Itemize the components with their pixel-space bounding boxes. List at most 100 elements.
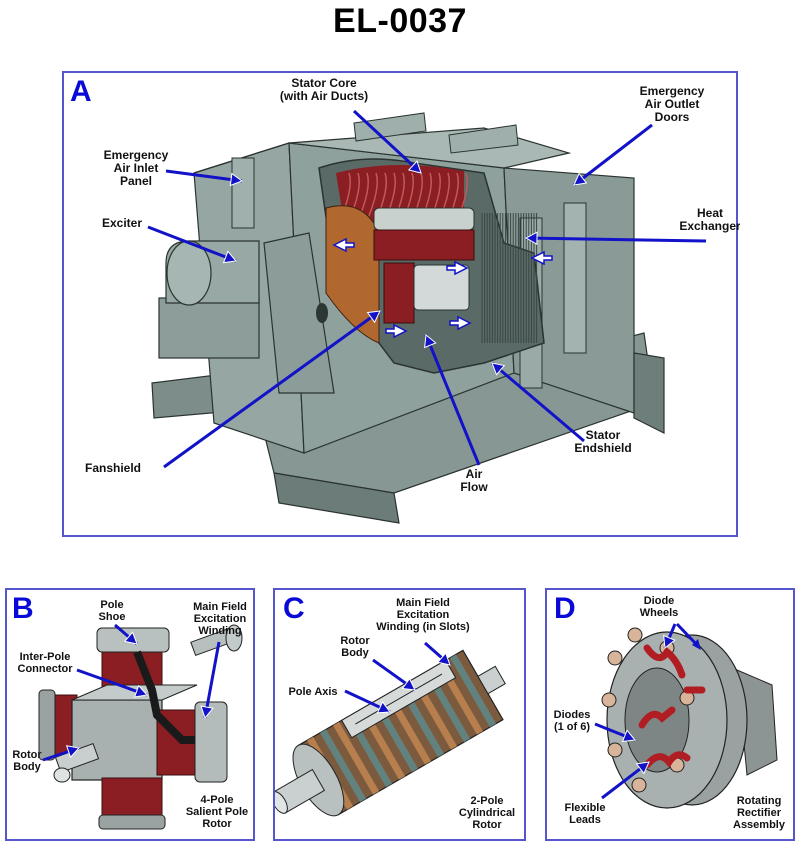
- label-line: Fanshield: [85, 461, 141, 475]
- leader-line: [163, 309, 381, 469]
- pole-winding-bottom: [101, 777, 163, 819]
- diode-stud-icon: [607, 650, 623, 666]
- panel-c-letter: C: [283, 592, 305, 625]
- diode-stud-icon: [627, 627, 643, 643]
- arrowhead-icon: [123, 631, 138, 645]
- leader-line: [573, 123, 653, 187]
- arrowhead-icon: [65, 745, 80, 759]
- leader-line-secondary: [675, 622, 699, 647]
- callout-stator-core-with-air-ducts: Stator Core(with Air Ducts): [280, 76, 423, 175]
- label-fanshield: Fanshield: [85, 461, 141, 475]
- shaft-flange: [225, 624, 243, 652]
- panel-a-letter: A: [70, 75, 92, 108]
- label-line: Winding: [198, 625, 241, 637]
- caption-line: Rotating: [737, 795, 782, 807]
- air-flow-arrow-icon: [530, 250, 553, 266]
- wheel-center: [624, 667, 690, 773]
- label-line: Pole: [100, 599, 123, 611]
- pole-shoe-bottom: [98, 814, 166, 830]
- flexible-lead-2: [638, 706, 676, 729]
- arrowhead-icon: [366, 310, 381, 324]
- caption-line: 4-Pole: [200, 794, 233, 806]
- label-line: Flow: [460, 480, 488, 494]
- arrowhead-icon: [621, 729, 636, 743]
- arrowhead-icon: [573, 172, 588, 186]
- arrowhead-icon: [229, 172, 244, 187]
- caption-line: 2-Pole: [470, 795, 503, 807]
- pole-axis-line: [355, 673, 443, 725]
- exciter-pedestal: [158, 297, 260, 359]
- label-stator-core-with-air-ducts: Stator Core(with Air Ducts): [280, 76, 368, 103]
- arrowhead-icon: [200, 705, 214, 720]
- caption-line: Rectifier: [737, 807, 782, 819]
- label-line: Exciter: [102, 216, 142, 230]
- caption-line: Assembly: [733, 819, 786, 831]
- caption-line: Salient Pole: [186, 806, 248, 818]
- label-line: Stator Core: [291, 76, 357, 90]
- caption-line: Rotor: [472, 819, 502, 831]
- label-line: Air: [466, 467, 483, 481]
- inlet-panel-plate: [231, 157, 255, 229]
- panel-a-generator-cutaway: A: [62, 71, 740, 537]
- label-line: Winding (in Slots): [376, 621, 470, 633]
- label-line: Shoe: [99, 611, 126, 623]
- label-line: Doors: [655, 110, 690, 124]
- air-flow-arrow-icon: [332, 237, 355, 253]
- arrowhead-icon: [491, 362, 506, 376]
- arrowhead-icon: [524, 231, 538, 246]
- pole-shoe-right: [194, 701, 228, 783]
- lifting-lug-1: [353, 112, 427, 142]
- label-line: Flexible: [565, 802, 606, 814]
- arrowhead-icon: [424, 334, 437, 349]
- callout-diodes-1-of-6: Diodes(1 of 6): [554, 709, 636, 743]
- arrowhead-icon: [407, 160, 422, 174]
- label-line: (with Air Ducts): [280, 89, 368, 103]
- label-line: Main Field: [193, 601, 247, 613]
- rotor-winding-side: [383, 262, 415, 324]
- label-line: Diode: [644, 595, 675, 607]
- label-line: Pole Axis: [288, 686, 337, 698]
- label-line: Rotor: [12, 749, 42, 761]
- foundation-front: [273, 472, 400, 524]
- panel-b-letter: B: [12, 592, 34, 625]
- label-line: Excitation: [194, 613, 247, 625]
- label-line: Main Field: [396, 597, 450, 609]
- shaft-tip: [275, 791, 288, 814]
- arrowhead-icon: [635, 761, 650, 775]
- flexible-lead-1: [643, 644, 686, 679]
- arrowhead-icon: [222, 250, 237, 264]
- label-line: Body: [341, 647, 369, 659]
- label-line: Leads: [569, 814, 601, 826]
- outlet-door: [563, 202, 587, 354]
- leader-line: [203, 641, 221, 719]
- inter-pole-connector: [133, 650, 195, 744]
- winding-slot: [320, 729, 367, 803]
- callout-pole-axis: Pole Axis: [288, 686, 391, 714]
- rotor-body-block: [71, 699, 163, 781]
- label-line: Air Inlet: [114, 161, 159, 175]
- diode-stud-icon: [607, 742, 623, 758]
- arrowhead-icon: [133, 684, 148, 698]
